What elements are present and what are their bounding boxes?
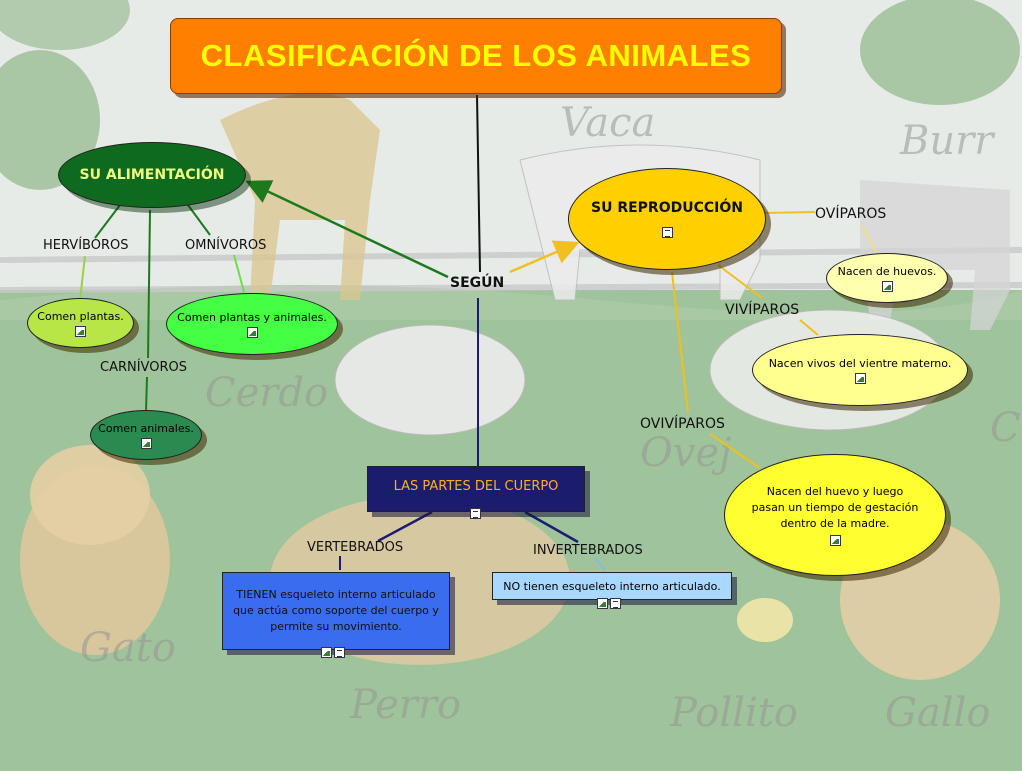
label-vertebrados: VERTEBRADOS [307, 540, 404, 555]
ovoviviparos-desc: Nacen del huevo y luego pasan un tiempo … [751, 485, 919, 530]
label-omnivoros: OMNÍVOROS [185, 238, 267, 253]
invertebrados-desc: NO tienen esqueleto interno articulado. [503, 579, 721, 593]
viviparos-desc-node[interactable]: Nacen vivos del vientre materno. [752, 334, 968, 406]
image-icon[interactable] [75, 325, 86, 337]
cuerpo-label: LAS PARTES DEL CUERPO [393, 479, 559, 494]
oviparos-desc: Nacen de huevos. [837, 264, 937, 278]
document-icon[interactable] [470, 508, 481, 519]
label-viviparos: VIVÍPAROS [725, 302, 800, 318]
cuerpo-node[interactable]: LAS PARTES DEL CUERPO [367, 466, 585, 512]
carnivoros-desc-node[interactable]: Comen animales. [90, 410, 202, 460]
reproduccion-label: SU REPRODUCCIÓN [591, 200, 743, 216]
label-ovoviviparos: OVIVÍPAROS [640, 416, 725, 432]
vertebrados-desc: TIENEN esqueleto interno articulado que … [233, 588, 439, 633]
label-carnivoros: CARNÍVOROS [100, 360, 187, 375]
label-oviparos: OVÍPAROS [815, 206, 887, 222]
alimentacion-node[interactable]: SU ALIMENTACIÓN [58, 142, 246, 208]
ovoviviparos-desc-node[interactable]: Nacen del huevo y luego pasan un tiempo … [724, 454, 946, 576]
page-title: CLASIFICACIÓN DE LOS ANIMALES [200, 38, 752, 73]
viviparos-desc: Nacen vivos del vientre materno. [768, 356, 952, 370]
document-icon[interactable] [610, 598, 621, 609]
bg-word-vaca: Vaca [560, 100, 656, 146]
bg-word-burro: Burr [900, 118, 994, 164]
document-icon[interactable] [661, 227, 673, 238]
invertebrados-desc-node[interactable]: NO tienen esqueleto interno articulado. [492, 572, 732, 600]
reproduccion-node[interactable]: SU REPRODUCCIÓN [568, 168, 766, 270]
title-box[interactable]: CLASIFICACIÓN DE LOS ANIMALES [170, 18, 782, 94]
alimentacion-label: SU ALIMENTACIÓN [79, 167, 225, 183]
image-icon[interactable] [881, 280, 893, 292]
image-icon[interactable] [246, 326, 258, 338]
image-icon[interactable] [321, 647, 332, 658]
connector-segun: SEGÚN [450, 275, 505, 291]
label-invertebrados: INVERTEBRADOS [533, 543, 643, 558]
line-segun-alimentacion [245, 180, 449, 279]
bg-word-gato: Gato [80, 625, 176, 671]
document-icon[interactable] [334, 647, 345, 658]
bg-word-cerdo: Cerdo [205, 370, 329, 416]
image-icon[interactable] [854, 372, 866, 384]
line-title-segun [476, 94, 481, 273]
image-icon[interactable] [140, 437, 152, 449]
herbivoros-desc: Comen plantas. [37, 309, 124, 323]
bg-word-perro: Perro [350, 682, 462, 728]
vertebrados-icons [320, 644, 346, 658]
line-segun-reproduccion [509, 240, 580, 274]
omnivoros-desc-node[interactable]: Comen plantas y animales. [166, 293, 338, 355]
herbivoros-desc-node[interactable]: Comen plantas. [27, 298, 134, 348]
carnivoros-desc: Comen animales. [98, 421, 194, 435]
bg-word-pollito: Pollito [670, 690, 798, 736]
oviparos-desc-node[interactable]: Nacen de huevos. [826, 253, 948, 303]
label-herbivoros: HERVÍBOROS [43, 238, 129, 253]
image-icon[interactable] [597, 598, 608, 609]
bg-word-gallo: Gallo [885, 690, 991, 736]
image-icon[interactable] [829, 535, 841, 546]
omnivoros-desc: Comen plantas y animales. [177, 310, 327, 324]
invertebrados-icons [596, 595, 622, 609]
bg-word-c: C [990, 405, 1021, 451]
vertebrados-desc-node[interactable]: TIENEN esqueleto interno articulado que … [222, 572, 450, 650]
cuerpo-icons [469, 505, 482, 519]
